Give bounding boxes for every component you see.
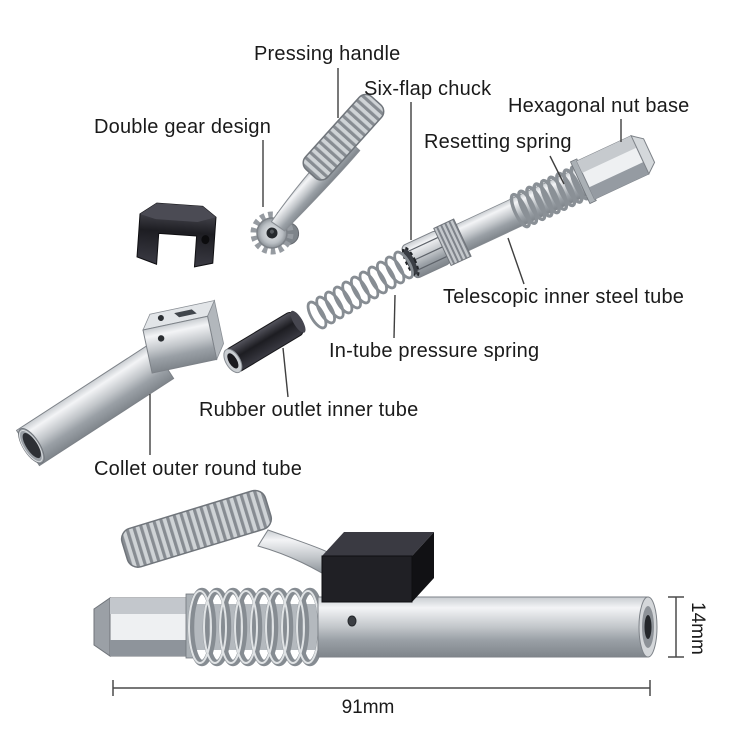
pressing-handle-part	[250, 93, 385, 255]
label-hexagonal-nut-base: Hexagonal nut base	[508, 95, 690, 117]
diameter-dimension-label: 14mm	[687, 602, 708, 655]
rubber-tube-part	[223, 310, 306, 374]
length-dimension	[112, 680, 651, 696]
label-in-tube-pressure-spring: In-tube pressure spring	[329, 340, 540, 362]
label-six-flap-chuck: Six-flap chuck	[364, 78, 492, 100]
assembled-barrel	[317, 596, 649, 658]
hex-nut-base-part	[569, 135, 656, 205]
label-collet-outer-round-tube: Collet outer round tube	[94, 458, 303, 480]
chuck-shaft-assembly-part	[401, 135, 656, 279]
clip-cover-part	[136, 202, 217, 268]
assembled-pressing-handle	[120, 489, 273, 568]
assembled-hex-fitting	[93, 593, 195, 659]
label-pressing-handle: Pressing handle	[254, 43, 401, 65]
label-telescopic-inner-steel-tube: Telescopic inner steel tube	[443, 286, 685, 308]
barrel-hole	[347, 615, 357, 627]
six-flap-chuck-part	[401, 218, 472, 279]
length-dimension-label: 91mm	[342, 697, 395, 718]
label-double-gear-design: Double gear design	[94, 116, 272, 138]
collet-block-part	[142, 299, 224, 374]
diameter-dimension	[668, 596, 684, 658]
assembled-black-block	[321, 532, 434, 603]
collet-tube-part	[15, 342, 175, 467]
label-resetting-spring: Resetting spring	[424, 131, 572, 153]
assembled-spring	[187, 587, 330, 667]
label-rubber-outlet-inner-tube: Rubber outlet inner tube	[199, 399, 419, 421]
pressure-spring-part	[306, 250, 414, 330]
assembled-coupler	[93, 489, 658, 667]
leader-lines	[149, 68, 622, 455]
